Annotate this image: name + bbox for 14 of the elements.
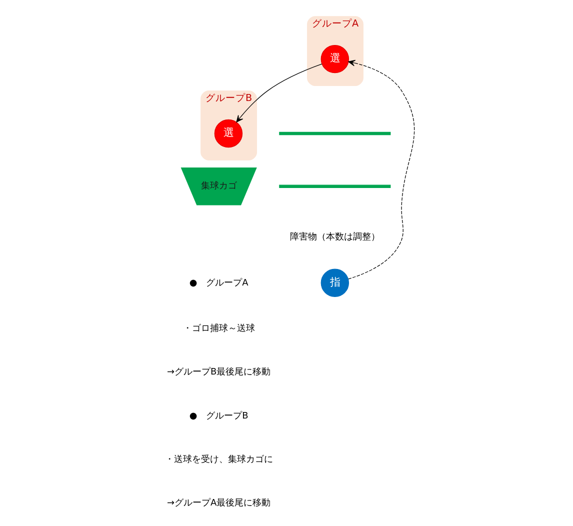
node-bar	[279, 184, 391, 188]
node-bar	[279, 132, 391, 136]
label: →グループA最後尾に移動	[167, 498, 271, 509]
arrow	[236, 64, 322, 122]
label: ・ゴロ捕球～送球	[182, 324, 255, 334]
label: ・送球を受け、集球カゴに	[164, 454, 273, 465]
node-circle: 選	[320, 44, 350, 74]
label: →グループB最後尾に移動	[167, 368, 271, 378]
label: ● グループA	[189, 278, 248, 288]
node-circle: 選	[214, 119, 243, 148]
label: 障害物（本数は調整）	[290, 232, 380, 242]
label: ● グループB	[189, 411, 248, 422]
node-circle: 指	[320, 268, 350, 297]
arrow	[348, 60, 415, 280]
